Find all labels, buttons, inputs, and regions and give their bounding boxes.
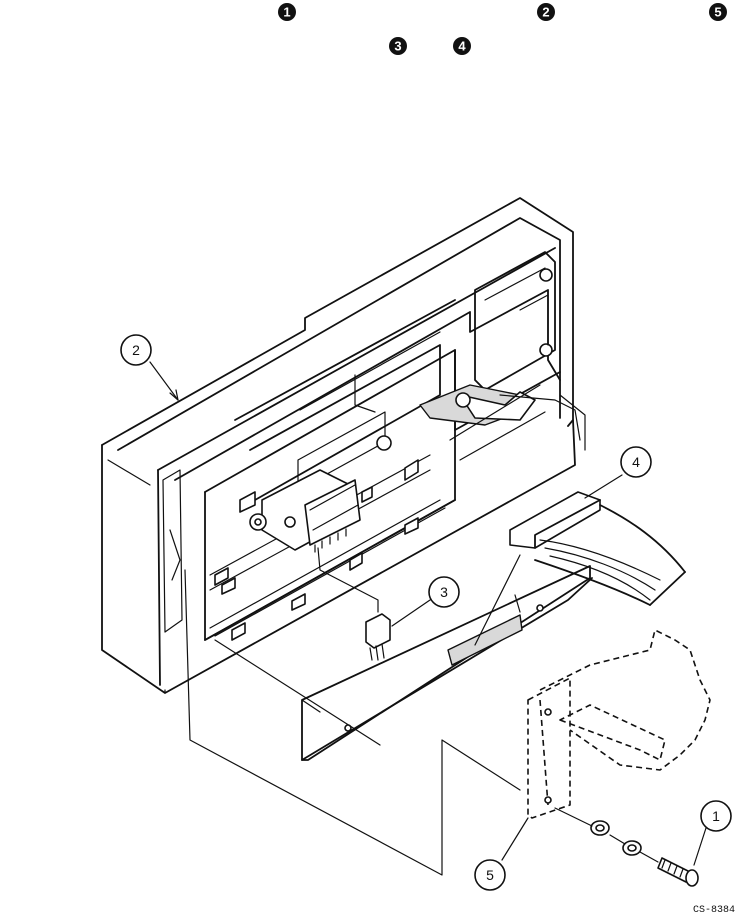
svg-text:3: 3 [440,584,448,600]
dashed-circuit-board [528,630,710,818]
header-badge-1: 1 [278,3,296,21]
figure-id: CS-8384 [693,905,735,916]
callout-1: 1 [701,801,731,831]
header-badge-4: 4 [453,37,471,55]
svg-text:3: 3 [394,39,401,54]
assembly-guide-lines [185,570,658,875]
svg-text:1: 1 [283,5,290,20]
svg-text:4: 4 [458,39,466,54]
svg-text:5: 5 [486,867,494,883]
header-badge-5: 5 [709,3,727,21]
header-badge-2: 2 [537,3,555,21]
callout-2: 2 [121,335,151,365]
callout-leaders [150,362,706,865]
header-badge-3: 3 [389,37,407,55]
svg-text:2: 2 [132,342,140,358]
svg-text:1: 1 [712,808,720,824]
svg-text:4: 4 [632,454,640,470]
svg-text:5: 5 [714,5,721,20]
screw-and-washers [591,821,698,886]
callout-5: 5 [475,860,505,890]
callout-4: 4 [621,447,651,477]
callout-3: 3 [429,577,459,607]
svg-text:2: 2 [542,5,549,20]
ribbon-cable [510,492,685,605]
